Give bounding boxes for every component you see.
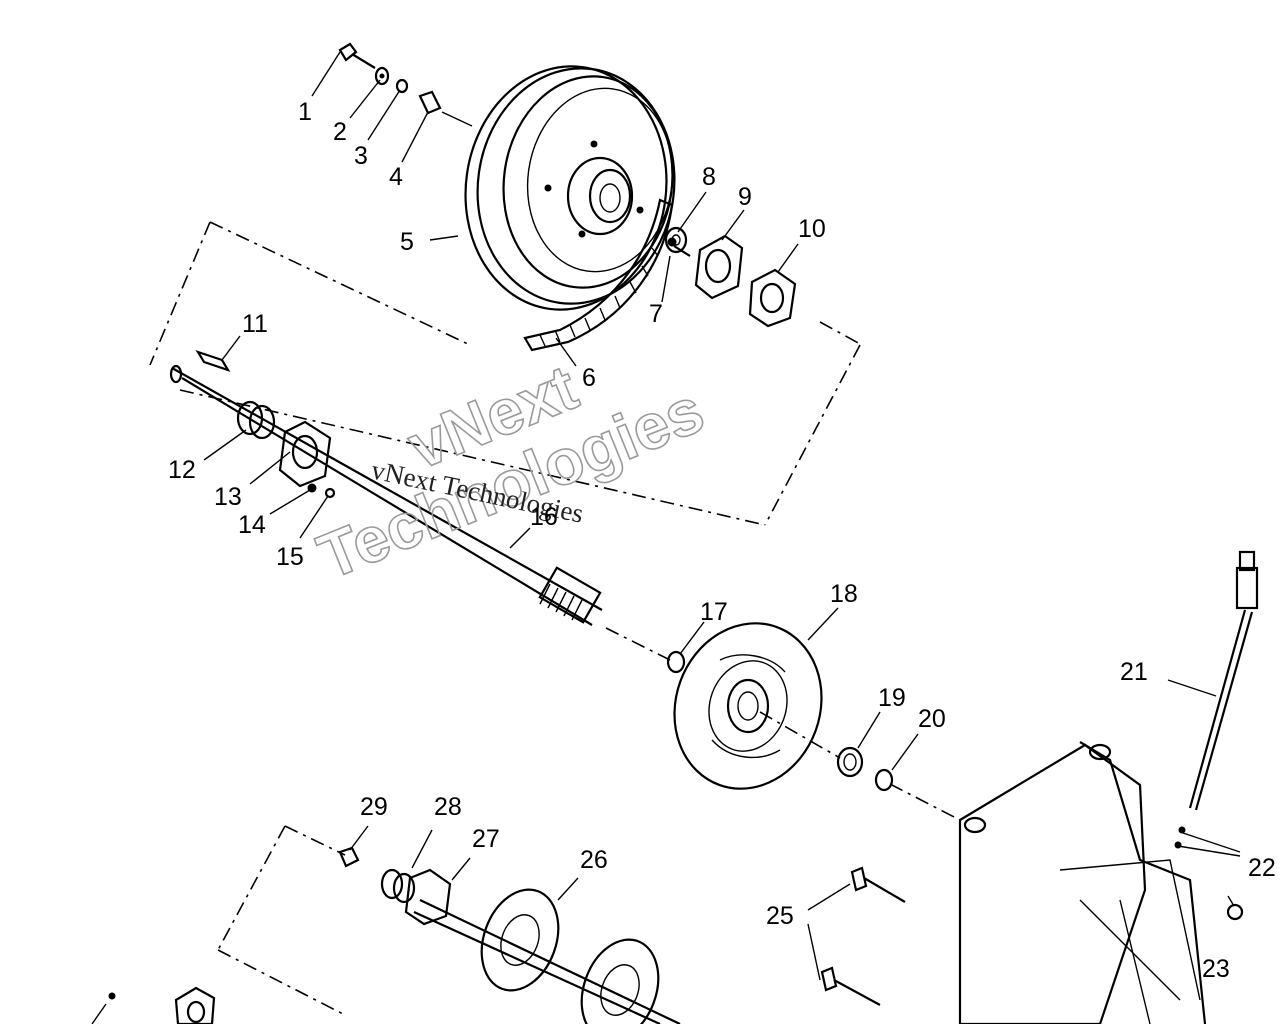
leader-lines bbox=[91, 51, 1241, 1024]
callout-21: 21 bbox=[1120, 658, 1148, 686]
bolt-part-25 bbox=[820, 866, 906, 1006]
callout-labels: 1 2 3 4 5 6 7 8 9 10 11 12 13 14 15 16 1… bbox=[168, 98, 1276, 983]
callout-6: 6 bbox=[582, 364, 596, 392]
flange-plate-part-10 bbox=[748, 268, 797, 328]
callout-15: 15 bbox=[276, 543, 304, 571]
nut-part-23 bbox=[1226, 903, 1244, 921]
callout-17: 17 bbox=[700, 598, 728, 626]
o-ring-part-17 bbox=[666, 650, 686, 674]
o-ring-part-20 bbox=[874, 768, 894, 792]
callout-18: 18 bbox=[830, 580, 858, 608]
callout-3: 3 bbox=[354, 142, 368, 170]
screw-part-29 bbox=[338, 846, 360, 868]
callout-19: 19 bbox=[878, 684, 906, 712]
callout-22: 22 bbox=[1248, 854, 1276, 882]
callout-11: 11 bbox=[242, 310, 268, 338]
callout-12: 12 bbox=[168, 456, 196, 484]
bearing-housing-part-13 bbox=[278, 420, 332, 488]
brake-disc-part-18 bbox=[673, 622, 823, 790]
washer-part-8 bbox=[664, 226, 688, 254]
belt-part-6 bbox=[523, 198, 674, 352]
watermark: vNext Technologies vNext Technologies bbox=[307, 350, 714, 594]
callout-16: 16 bbox=[530, 503, 558, 531]
screw-part-22 bbox=[1174, 826, 1186, 849]
callout-23: 23 bbox=[1202, 955, 1230, 983]
callout-8: 8 bbox=[702, 163, 716, 191]
callout-5: 5 bbox=[400, 228, 414, 256]
callout-4: 4 bbox=[389, 163, 403, 191]
key-part-11 bbox=[195, 350, 231, 372]
drive-sprocket-part-26 bbox=[413, 888, 681, 1024]
callout-28: 28 bbox=[434, 793, 462, 821]
callout-14: 14 bbox=[238, 511, 266, 539]
callout-26: 26 bbox=[580, 846, 608, 874]
bearing-part-12 bbox=[236, 400, 276, 440]
washer-part-2 bbox=[374, 66, 390, 86]
callout-13: 13 bbox=[214, 483, 242, 511]
pulley-part-5 bbox=[464, 65, 676, 311]
seal-part-19 bbox=[836, 746, 864, 778]
spacer-part-4 bbox=[418, 90, 473, 127]
bolt-part-1 bbox=[338, 42, 376, 69]
callout-2: 2 bbox=[333, 118, 347, 146]
housing-bottom-left bbox=[108, 986, 216, 1024]
nut-part-15 bbox=[324, 487, 336, 499]
bearing-flange-part-9 bbox=[694, 234, 744, 300]
callout-27: 27 bbox=[472, 825, 500, 853]
bearing-flange-part-27 bbox=[404, 868, 452, 926]
bearing-part-28 bbox=[380, 868, 416, 904]
assembly-outline-upper bbox=[149, 221, 863, 526]
chaincase-bracket bbox=[958, 741, 1207, 1024]
callout-10: 10 bbox=[798, 215, 826, 243]
callout-1: 1 bbox=[298, 98, 312, 126]
assembly-outline-lower bbox=[217, 825, 346, 1016]
callout-7: 7 bbox=[649, 300, 663, 328]
cable-adjuster-part-21 bbox=[1188, 550, 1259, 811]
washer-part-3 bbox=[395, 78, 409, 94]
callout-9: 9 bbox=[738, 183, 752, 211]
callout-20: 20 bbox=[918, 705, 946, 733]
callout-29: 29 bbox=[360, 793, 388, 821]
callout-25: 25 bbox=[766, 902, 794, 930]
